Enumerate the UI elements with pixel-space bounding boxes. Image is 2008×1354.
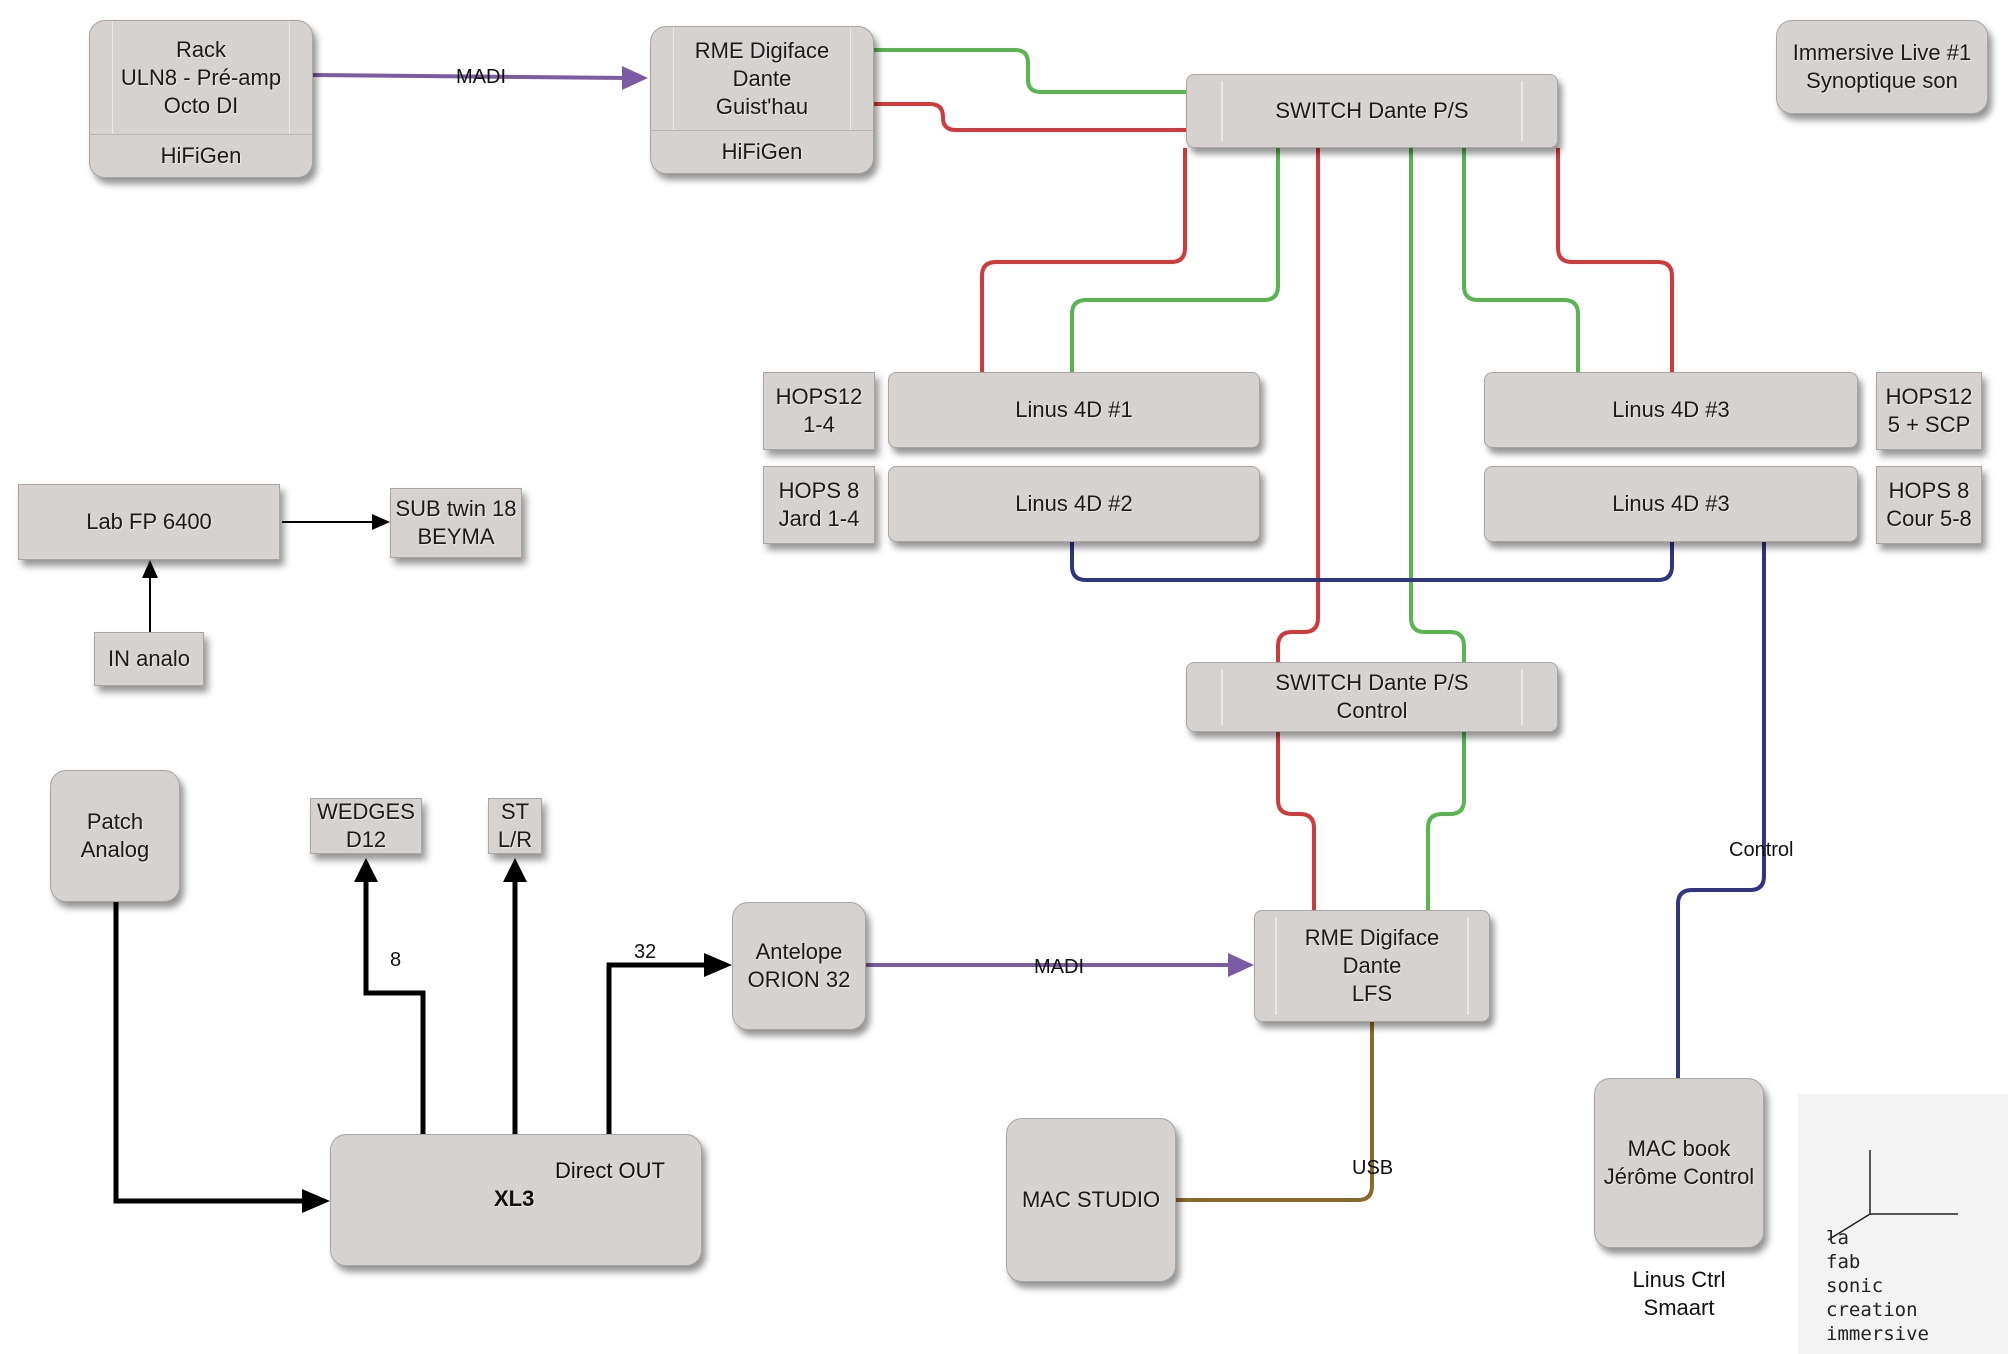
usb-label: USB bbox=[1352, 1157, 1394, 1179]
lafab-logo: la fab sonic creation immersive bbox=[1798, 1094, 2008, 1354]
switch-to-linus3-primary bbox=[1556, 148, 1674, 372]
rme-guisthau-footer: HiFiGen bbox=[651, 130, 873, 173]
linus-control-link bbox=[1070, 540, 1674, 582]
switch-dante-control-node[interactable]: SWITCH Dante P/S Control bbox=[1186, 662, 1558, 732]
macbook-node[interactable]: MAC book Jérôme Control bbox=[1594, 1078, 1764, 1248]
wedges-count-label: 8 bbox=[390, 949, 402, 971]
st-lr-node[interactable]: ST L/R bbox=[488, 798, 542, 854]
rme-lfs-node[interactable]: RME Digiface Dante LFS bbox=[1254, 910, 1490, 1022]
rme-to-switch-primary bbox=[873, 102, 1186, 132]
macbook-control-link bbox=[1676, 540, 1766, 1078]
madi-link-bottom bbox=[866, 953, 1254, 977]
hops8-jard-node[interactable]: HOPS 8 Jard 1-4 bbox=[763, 466, 875, 544]
in-analo-node[interactable]: IN analo bbox=[94, 632, 204, 686]
sub-beyma-node[interactable]: SUB twin 18 BEYMA bbox=[390, 488, 522, 558]
patch-to-xl3-link bbox=[113, 902, 330, 1213]
usb-link bbox=[1176, 1022, 1374, 1202]
hops8-cour-node[interactable]: HOPS 8 Cour 5-8 bbox=[1876, 466, 1982, 544]
rme-guisthau-node[interactable]: RME Digiface Dante Guist'hau HiFiGen bbox=[650, 26, 874, 174]
axes-icon bbox=[1827, 1150, 1958, 1241]
patch-analog-node[interactable]: Patch Analog bbox=[50, 770, 180, 902]
xl3-console-node[interactable]: Direct OUT XL3 bbox=[330, 1134, 702, 1266]
switch-ctrl-to-rme-primary bbox=[1276, 730, 1316, 910]
linus-4d-1-node[interactable]: Linus 4D #1 bbox=[888, 372, 1260, 448]
switch-to-linus1-primary bbox=[980, 148, 1187, 372]
diagram-title: Immersive Live #1 Synoptique son bbox=[1776, 20, 1988, 114]
xl3-to-st-link bbox=[503, 858, 527, 1134]
madi-label-top: MADI bbox=[456, 66, 506, 88]
linus-ctrl-caption: Linus Ctrl Smaart bbox=[1632, 1267, 1726, 1320]
switch-to-switch-secondary bbox=[1409, 148, 1466, 662]
switch-to-linus1-secondary bbox=[1070, 148, 1280, 372]
lab-fp-6400-node[interactable]: Lab FP 6400 bbox=[18, 484, 280, 560]
xl3-to-antelope-link bbox=[606, 953, 732, 1134]
linus-4d-3-lower-node[interactable]: Linus 4D #3 bbox=[1484, 466, 1858, 542]
labfp-to-sub-link bbox=[282, 514, 390, 530]
in-analo-to-labfp-link bbox=[142, 560, 158, 632]
linus-4d-2-node[interactable]: Linus 4D #2 bbox=[888, 466, 1260, 542]
switch-ctrl-to-rme-secondary bbox=[1426, 730, 1466, 910]
xl3-to-wedges-link bbox=[354, 858, 426, 1134]
rack-footer: HiFiGen bbox=[90, 134, 312, 177]
mac-studio-node[interactable]: MAC STUDIO bbox=[1006, 1118, 1176, 1282]
xl3-label: XL3 bbox=[494, 1186, 535, 1211]
rack-node[interactable]: Rack ULN8 - Pré-amp Octo DI HiFiGen bbox=[89, 20, 313, 178]
madi-link-top bbox=[311, 66, 648, 90]
hops12-right-node[interactable]: HOPS12 5 + SCP bbox=[1876, 372, 1982, 450]
logo-wordmark: la fab sonic creation immersive bbox=[1826, 1227, 1929, 1345]
switch-to-linus3-secondary bbox=[1462, 148, 1580, 372]
direct-out-label: Direct OUT bbox=[555, 1158, 665, 1183]
control-label: Control bbox=[1729, 839, 1794, 861]
linus-4d-3-upper-node[interactable]: Linus 4D #3 bbox=[1484, 372, 1858, 448]
hops12-left-node[interactable]: HOPS12 1-4 bbox=[763, 372, 875, 450]
direct-count-label: 32 bbox=[634, 941, 657, 963]
switch-to-switch-primary bbox=[1276, 148, 1320, 662]
switch-dante-ps-node[interactable]: SWITCH Dante P/S bbox=[1186, 74, 1558, 148]
wedges-d12-node[interactable]: WEDGES D12 bbox=[310, 798, 422, 854]
antelope-orion-node[interactable]: Antelope ORION 32 bbox=[732, 902, 866, 1030]
madi-label-bottom: MADI bbox=[1034, 956, 1084, 978]
rme-to-switch-secondary bbox=[873, 48, 1186, 94]
